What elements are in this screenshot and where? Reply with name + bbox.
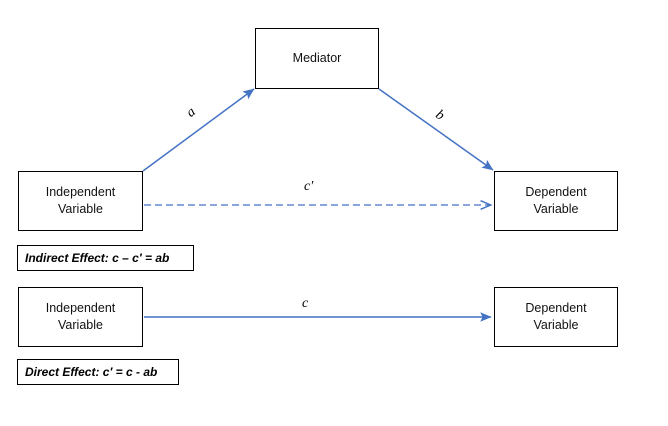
- path-label-c: c: [302, 296, 309, 311]
- node-dv-bottom-line2: Variable: [533, 318, 579, 332]
- node-dependent-variable-top-text: Dependent Variable: [525, 184, 586, 218]
- path-a-line: [142, 88, 255, 172]
- node-dependent-variable-top[interactable]: Dependent Variable: [494, 171, 618, 231]
- path-b-line: [378, 88, 494, 171]
- node-dv-bottom-line1: Dependent: [525, 301, 587, 315]
- annotation-indirect-effect: Indirect Effect: c – c′ = ab: [17, 245, 194, 271]
- annotation-indirect-effect-text: Indirect Effect: c – c′ = ab: [25, 251, 170, 265]
- annotation-direct-effect: Direct Effect: c′ = c - ab: [17, 359, 179, 385]
- node-independent-variable-bottom[interactable]: Independent Variable: [18, 287, 143, 347]
- node-mediator[interactable]: Mediator: [255, 28, 379, 89]
- node-iv-bottom-line2: Variable: [58, 318, 103, 332]
- node-mediator-label: Mediator: [292, 51, 342, 65]
- path-label-c-prime: c′: [304, 179, 314, 194]
- node-iv-top-line2: Variable: [58, 202, 103, 216]
- node-dv-top-line1: Dependent: [525, 185, 587, 199]
- node-iv-top-line1: Independent: [45, 185, 116, 199]
- node-dependent-variable-bottom[interactable]: Dependent Variable: [494, 287, 618, 347]
- node-dependent-variable-bottom-text: Dependent Variable: [525, 300, 586, 334]
- node-dv-top-line2: Variable: [533, 202, 579, 216]
- node-independent-variable-top[interactable]: Independent Variable: [18, 171, 143, 231]
- annotation-direct-effect-text: Direct Effect: c′ = c - ab: [25, 365, 158, 379]
- node-independent-variable-bottom-text: Independent Variable: [46, 300, 116, 334]
- node-independent-variable-top-text: Independent Variable: [46, 184, 116, 218]
- node-iv-bottom-line1: Independent: [45, 301, 116, 315]
